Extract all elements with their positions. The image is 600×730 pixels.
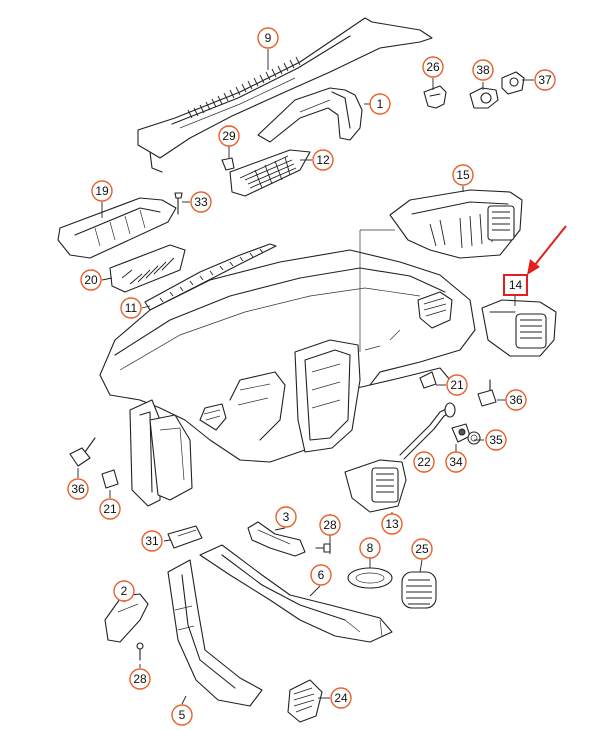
part-33-screw (174, 192, 183, 215)
part-29-clip (221, 157, 235, 171)
callout-38: 38 (472, 59, 494, 81)
callout-label-13: 13 (385, 517, 399, 531)
callout-24: 24 (330, 687, 352, 709)
part-28-screw-lower (136, 642, 144, 661)
part-24-small-grille (287, 679, 323, 723)
callout-25: 25 (411, 538, 433, 560)
main-dashboard (99, 229, 476, 463)
callout-36-left: 36 (67, 478, 89, 500)
callout-5: 5 (171, 704, 193, 726)
left-side-panel (129, 399, 193, 507)
callout-33: 33 (190, 191, 212, 213)
callout-label-36-left: 36 (71, 482, 85, 496)
callout-label-21-right: 21 (450, 378, 464, 392)
callout-label-34: 34 (449, 455, 463, 469)
part-28-screw-upper (315, 543, 331, 553)
part-9-cowl-panel (137, 17, 433, 173)
callout-label-33: 33 (194, 195, 208, 209)
callout-37: 37 (534, 69, 556, 91)
callout-label-21-left: 21 (103, 502, 117, 516)
callout-label-29: 29 (222, 129, 236, 143)
callout-label-26: 26 (426, 60, 440, 74)
part-35-knob (467, 431, 481, 445)
callout-36-right: 36 (505, 389, 527, 411)
callout-label-20: 20 (84, 273, 98, 287)
callout-26: 26 (422, 56, 444, 78)
part-34-knob (451, 423, 471, 443)
part-13-center-vent (344, 459, 407, 513)
callout-29: 29 (218, 125, 240, 147)
callout-21-left: 21 (99, 498, 121, 520)
callout-13: 13 (381, 513, 403, 535)
part-22-duct-tube (399, 402, 456, 460)
callout-6: 6 (310, 564, 332, 586)
callout-label-22: 22 (417, 455, 431, 469)
callout-20: 20 (80, 269, 102, 291)
callout-label-28-lower: 28 (133, 672, 147, 686)
callout-28-lower: 28 (129, 668, 151, 690)
callout-label-19: 19 (95, 184, 109, 198)
callout-21-right: 21 (446, 374, 468, 396)
part-21-bracket-right (419, 371, 437, 389)
callout-label-37: 37 (538, 73, 552, 87)
part-37-sensor (501, 71, 525, 95)
callout-15: 15 (452, 164, 474, 186)
part-6-floor-duct (199, 544, 393, 643)
part-12-speaker-grille (229, 149, 311, 197)
highlight-callout-14: 14 (503, 274, 528, 296)
part-1-side-trim (257, 87, 363, 143)
callout-label-12: 12 (316, 153, 330, 167)
part-21-bracket-left (101, 469, 119, 489)
callout-label-9: 9 (265, 31, 272, 45)
highlight-label-14: 14 (509, 278, 523, 292)
part-3-bracket (247, 521, 306, 557)
callout-label-24: 24 (334, 691, 348, 705)
callout-12: 12 (312, 149, 334, 171)
callout-28-upper: 28 (319, 514, 341, 536)
part-15-cluster-housing (389, 189, 523, 259)
callout-9: 9 (257, 27, 279, 49)
part-20-vent-grille (109, 244, 186, 293)
callout-label-3: 3 (283, 510, 290, 524)
callout-22: 22 (413, 451, 435, 473)
callout-label-8: 8 (367, 541, 374, 555)
part-36-sensor-left (69, 437, 96, 467)
callout-31: 31 (141, 530, 163, 552)
callout-label-6: 6 (318, 568, 325, 582)
callout-label-31: 31 (145, 534, 159, 548)
callout-35: 35 (485, 429, 507, 451)
callout-label-1: 1 (377, 97, 384, 111)
callout-label-25: 25 (415, 542, 429, 556)
callout-label-2: 2 (121, 584, 128, 598)
callout-2: 2 (113, 580, 135, 602)
part-26-clip (423, 85, 447, 109)
callout-1: 1 (369, 93, 391, 115)
callout-label-35: 35 (489, 433, 503, 447)
callout-label-15: 15 (456, 168, 470, 182)
part-8-cover (347, 567, 393, 589)
part-14-air-vent (481, 299, 557, 357)
part-25-round-grille (401, 571, 437, 609)
part-36-sensor-right (477, 379, 497, 407)
callout-3: 3 (275, 506, 297, 528)
callout-label-28-upper: 28 (323, 518, 337, 532)
callout-label-5: 5 (179, 708, 186, 722)
part-38-sensor (469, 87, 499, 109)
part-19-storage-tray (57, 197, 177, 259)
callout-19: 19 (91, 180, 113, 202)
callout-34: 34 (445, 451, 467, 473)
highlight-arrow (527, 225, 567, 275)
part-5-vertical-duct (167, 559, 263, 707)
callout-label-11: 11 (125, 301, 138, 315)
part-31-switch-block (167, 525, 203, 549)
callout-8: 8 (359, 537, 381, 559)
callout-label-36-right: 36 (509, 393, 523, 407)
callout-label-38: 38 (476, 63, 490, 77)
callout-11: 11 (120, 297, 142, 319)
